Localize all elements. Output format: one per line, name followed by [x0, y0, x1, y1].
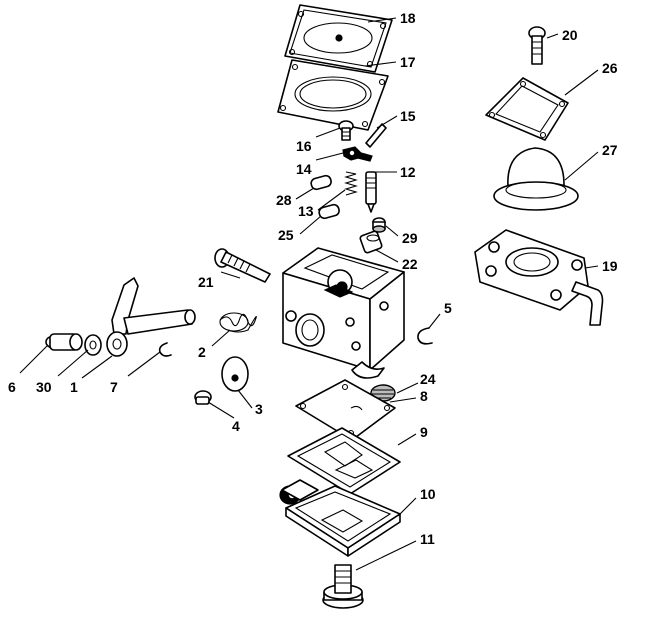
callout-16: 16: [296, 138, 312, 154]
callout-7: 7: [110, 379, 118, 395]
callout-11: 11: [420, 531, 435, 547]
part-15-pin: [365, 123, 387, 148]
callout-22: 22: [402, 256, 418, 272]
callout-30: 30: [36, 379, 52, 395]
callout-26: 26: [602, 60, 618, 76]
callout-9: 9: [420, 424, 428, 440]
callout-8: 8: [420, 388, 428, 404]
callout-12: 12: [400, 164, 416, 180]
part-28-pad: [310, 174, 332, 191]
callout-21: 21: [198, 274, 214, 290]
callout-29: 29: [402, 230, 418, 246]
part-13-spring: [344, 171, 358, 196]
part-27-primer-bulb: [493, 147, 579, 211]
part-22-bushing: [359, 230, 383, 254]
carburetor-body: [282, 247, 405, 379]
part-21-adjusting-screw: [214, 248, 271, 283]
part-11-screw: [322, 564, 364, 609]
part-17-gasket: [277, 59, 389, 131]
callout-17: 17: [400, 54, 416, 70]
part-4-screw: [194, 390, 212, 405]
part-8-diaphragm: [295, 379, 396, 441]
part-7-circlip: [158, 342, 172, 357]
callout-5: 5: [444, 300, 452, 316]
leader-lines: [19, 17, 599, 571]
callout-4: 4: [232, 418, 240, 434]
callout-6: 6: [8, 379, 16, 395]
part-14-lever: [342, 146, 373, 162]
callout-1: 1: [70, 379, 78, 395]
callout-14: 14: [296, 161, 312, 177]
part-12-needle: [365, 171, 377, 213]
part-9-gasket: [287, 427, 401, 495]
callout-3: 3: [255, 401, 263, 417]
part-24-screen: [370, 384, 396, 402]
callout-25: 25: [278, 227, 294, 243]
callout-18: 18: [400, 10, 416, 26]
part-25-pad: [318, 203, 340, 220]
part-19-pump-housing: [474, 229, 604, 326]
part-3-disk: [221, 356, 249, 392]
part-16-screw: [338, 120, 354, 141]
callout-2: 2: [198, 344, 206, 360]
part-29-plug: [372, 217, 386, 233]
callout-19: 19: [602, 258, 618, 274]
callout-15: 15: [400, 108, 416, 124]
part-18-diaphragm: [284, 4, 393, 73]
callout-28: 28: [276, 192, 292, 208]
callout-13: 13: [298, 203, 314, 219]
callout-24: 24: [420, 371, 436, 387]
callout-27: 27: [602, 142, 618, 158]
callout-20: 20: [562, 27, 578, 43]
part-20-screw: [528, 26, 546, 65]
part-2-spring: [219, 312, 257, 333]
part-26-gasket: [485, 77, 569, 141]
part-30-washer: [84, 334, 102, 356]
part-10-end-cover: [279, 479, 401, 557]
part-6-nut: [45, 333, 83, 351]
callout-10: 10: [420, 486, 436, 502]
part-5-circlip: [417, 327, 433, 345]
part-1-throttle-shaft: [106, 277, 196, 357]
